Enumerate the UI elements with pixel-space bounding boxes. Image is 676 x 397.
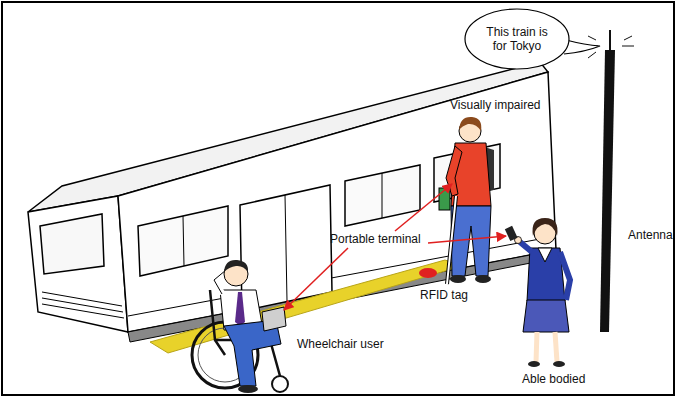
train-front [28,196,128,332]
part-label: Able bodied [522,372,585,386]
rfid-tag [419,268,437,278]
train-grille [42,292,124,318]
laptop-terminal [262,307,286,331]
bubble-tail [564,40,600,54]
bubble-ellipse [465,9,569,69]
train-window [345,165,420,226]
window-divider [382,173,383,218]
train-window [138,206,228,276]
hair [533,218,558,236]
leg [536,332,537,362]
leader-arrow [395,184,452,231]
antenna-mast [609,30,611,52]
shoe [475,275,491,283]
speech-bubble: This train is for Tokyo [464,8,570,70]
book [439,188,450,210]
leader-arrow [428,236,506,243]
caster-wheel [272,376,288,392]
window-divider [183,216,184,266]
part-label: Wheelchair user [297,337,384,351]
bubble-text: This train is for Tokyo [464,25,570,53]
shoe [528,361,540,367]
hair [224,260,248,272]
antenna-pole [600,50,615,332]
part-label: Portable terminal [330,232,421,246]
hair [459,117,481,131]
door-split [285,195,287,301]
train-windshield [40,214,104,274]
shoe [553,361,565,367]
leader-arrow [284,248,348,310]
arm [560,252,570,300]
collar [538,248,552,262]
part-label: Antenna [628,228,673,242]
trousers [224,320,281,386]
part-label: RFID tag [420,288,468,302]
shoe [450,275,466,283]
skirt [523,300,569,332]
arm [520,242,532,252]
tie [235,292,245,326]
mobile-phone [505,226,518,241]
leg [555,332,557,362]
part-label: Visually impaired [450,98,541,112]
shoe [238,385,258,393]
